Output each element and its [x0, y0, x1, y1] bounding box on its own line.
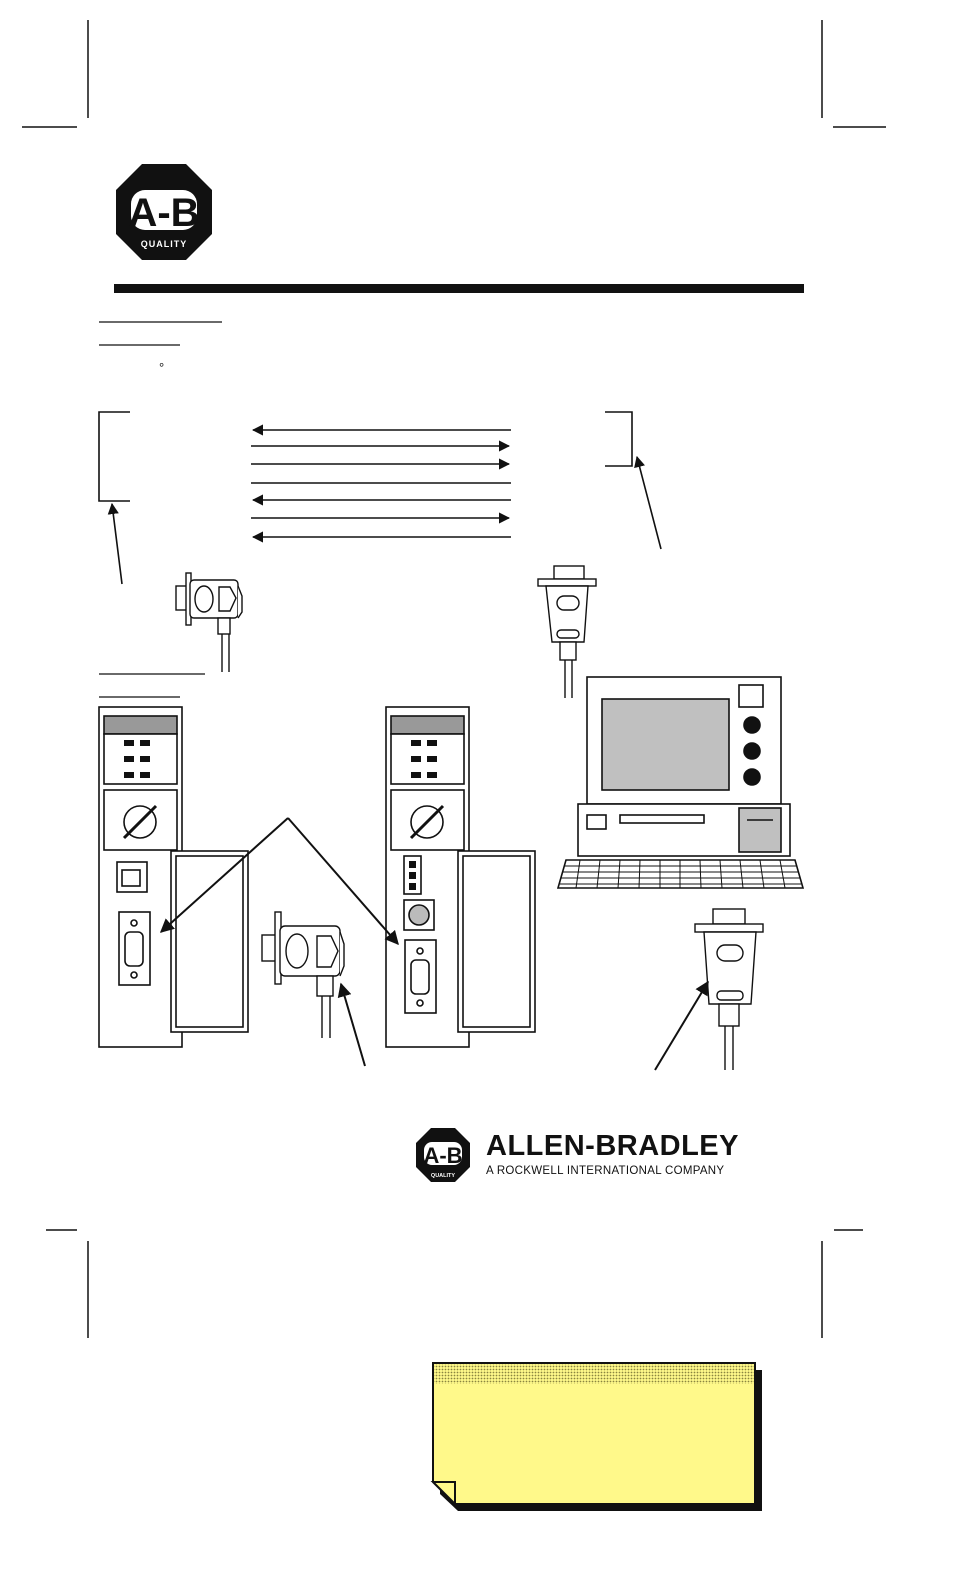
- processor-module-icon: [98, 706, 249, 1048]
- personal-computer-icon: [556, 676, 805, 889]
- 9-pin-connector-icon: [175, 572, 243, 672]
- ab-quality-logo-icon: [116, 164, 212, 260]
- ab-quality-logo-icon: [416, 1128, 470, 1182]
- db9-connector-icon: [537, 565, 597, 698]
- port-pointer-arrows: [159, 817, 399, 946]
- crop-marks-top: [22, 20, 886, 128]
- header-rule: [114, 284, 804, 293]
- processor-module-icon: [385, 706, 536, 1048]
- logo-quality-label: QUALITY: [141, 239, 188, 249]
- logo-monogram: A-B: [128, 191, 199, 235]
- signal-diagram: [98, 411, 662, 585]
- db9-connector-icon: [654, 908, 764, 1071]
- degree-symbol: °: [159, 360, 165, 375]
- crop-marks-bottom: [46, 1229, 863, 1338]
- brand-name: ALLEN-BRADLEY: [486, 1130, 739, 1162]
- 9-pin-connector-icon: [261, 911, 366, 1067]
- sticky-note-icon: [430, 1362, 762, 1511]
- heading-underlines: [99, 321, 222, 698]
- brand-logo-quality: QUALITY: [431, 1173, 455, 1179]
- brand-logo-monogram: A-B: [423, 1143, 462, 1168]
- brand-tagline: A ROCKWELL INTERNATIONAL COMPANY: [486, 1165, 725, 1177]
